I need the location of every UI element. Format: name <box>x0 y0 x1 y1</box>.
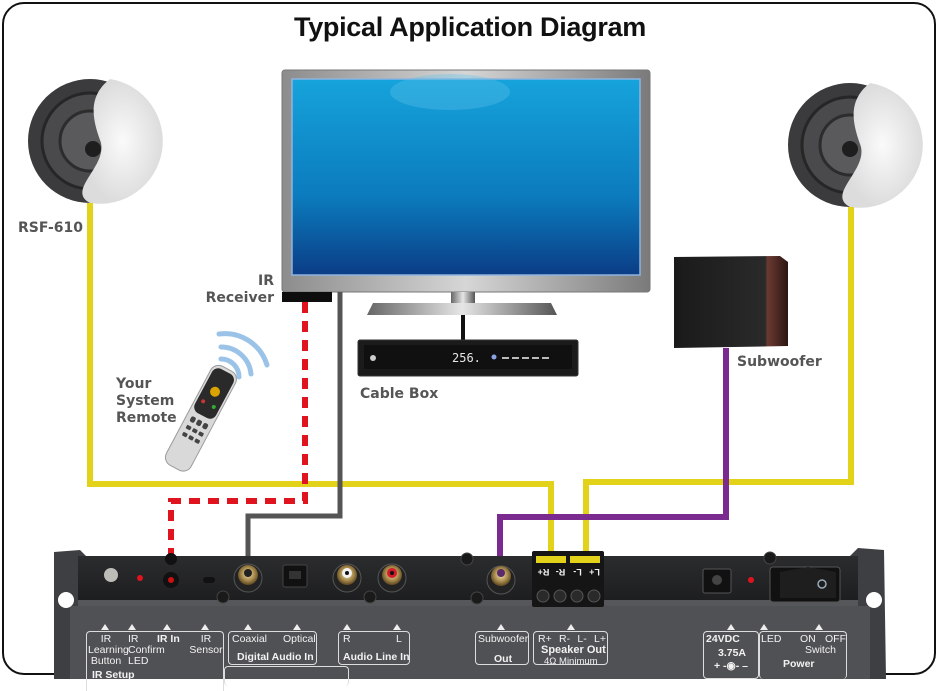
speaker-out-minimum-label: 4Ω Minimum <box>544 656 598 667</box>
subwoofer-wire <box>497 348 729 566</box>
off-label: OFF <box>825 633 846 645</box>
left-ceiling-speaker <box>28 79 163 204</box>
pointer-icon <box>293 624 301 630</box>
ir-setup-group <box>86 631 224 691</box>
power-group <box>759 631 847 679</box>
cable-box: 256. <box>357 339 579 377</box>
ir-receiver-label: IR Receiver <box>205 273 274 306</box>
switch-label: Switch <box>805 644 836 656</box>
cable-box-display: 256. <box>452 351 481 365</box>
pointer-icon <box>393 624 401 630</box>
pointer-icon <box>244 624 252 630</box>
pointer-icon <box>815 624 823 630</box>
panel-divider <box>224 666 349 686</box>
remote-label: Your System Remote <box>116 376 177 426</box>
audio-line-r-label: R <box>343 633 351 645</box>
speaker-terminal-block[interactable] <box>532 551 604 607</box>
ir-signal-icon <box>216 331 270 380</box>
terminal-label-l-minus: L- <box>573 567 582 577</box>
cable-box-label: Cable Box <box>360 386 439 402</box>
pointer-icon <box>343 624 351 630</box>
coaxial-label: Coaxial <box>232 633 268 645</box>
ir-setup-group-label: IR Setup <box>92 669 135 681</box>
speaker-model-label: RSF-610 <box>18 220 84 236</box>
right-ceiling-speaker <box>788 83 923 208</box>
pointer-icon <box>128 624 136 630</box>
speaker-out-group <box>533 631 608 665</box>
ir-learning-button[interactable] <box>104 568 118 582</box>
subwoofer-label: Subwoofer <box>737 354 822 370</box>
ir-wire <box>168 302 308 560</box>
subwoofer-out-label-line1: Subwoofer <box>478 633 529 645</box>
subwoofer-device <box>674 256 788 348</box>
speaker-out-group-label: Speaker Out <box>541 644 606 656</box>
ir-sensor <box>203 577 215 583</box>
audio-line-in-group <box>338 631 410 665</box>
digital-audio-group <box>228 631 317 665</box>
terminal-label-r-minus: R- <box>555 567 566 577</box>
audio-line-in-group-label: Audio Line In <box>343 651 410 663</box>
power-voltage-label: 24VDC <box>706 633 740 645</box>
ir-confirm-led <box>137 575 143 581</box>
speaker-out-terminal-labels: R+R-L-L+ <box>538 633 606 645</box>
optical-label: Optical <box>283 633 316 645</box>
diagram-title: Typical Application Diagram <box>294 12 646 42</box>
audio-line-l-label: L <box>396 633 402 645</box>
coax-wire <box>245 292 343 568</box>
amplifier-panel <box>54 548 886 679</box>
pointer-icon <box>567 624 575 630</box>
ir-receiver-device <box>282 292 332 302</box>
on-label: ON <box>800 633 816 645</box>
pointer-icon <box>201 624 209 630</box>
ir-in-label: IR In <box>157 633 180 645</box>
subwoofer-out-group <box>475 631 529 665</box>
led-label: LED <box>761 633 782 645</box>
pointer-icon <box>163 624 171 630</box>
terminal-label-r-plus: R+ <box>537 567 550 577</box>
television <box>281 69 651 340</box>
system-remote <box>164 364 237 472</box>
power-led <box>748 577 754 583</box>
power-group-label: Power <box>783 658 815 670</box>
pointer-icon <box>497 624 505 630</box>
power-current-label: 3.75A <box>718 647 747 659</box>
power-polarity-icon: + -◉- – <box>714 660 748 672</box>
pointer-icon <box>101 624 109 630</box>
pointer-icon <box>760 624 768 630</box>
pointer-icon <box>727 624 735 630</box>
subwoofer-out-label-line2: Out <box>494 653 513 665</box>
digital-audio-group-label: Digital Audio In <box>237 651 314 663</box>
terminal-label-l-plus: L+ <box>589 567 600 577</box>
